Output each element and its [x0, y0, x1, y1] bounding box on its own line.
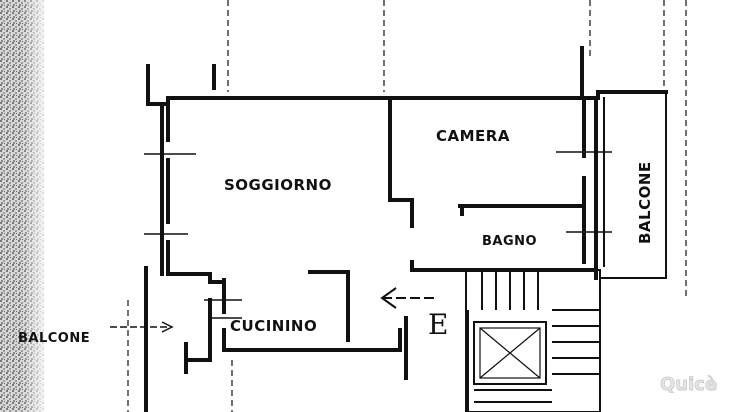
- room-label-camera: CAMERA: [436, 127, 510, 145]
- entrance-arrow: [380, 287, 436, 309]
- room-label-soggiorno: SOGGIORNO: [224, 176, 332, 194]
- balcone-pointer-arrow: [110, 321, 174, 333]
- scan-edge: [0, 0, 50, 412]
- boundary-lines: [127, 0, 687, 412]
- room-label-cucinino: CUCININO: [230, 317, 317, 335]
- window-marks: [144, 151, 612, 319]
- room-label-balcone-left: BALCONE: [18, 331, 90, 346]
- room-label-bagno: BAGNO: [482, 234, 537, 249]
- watermark-logo: Quicè: [660, 374, 717, 395]
- room-label-balcone-right: BALCONE: [636, 161, 654, 244]
- staircase: [465, 269, 601, 412]
- entrance-letter: E: [428, 308, 448, 341]
- elevator-shaft: [473, 321, 547, 385]
